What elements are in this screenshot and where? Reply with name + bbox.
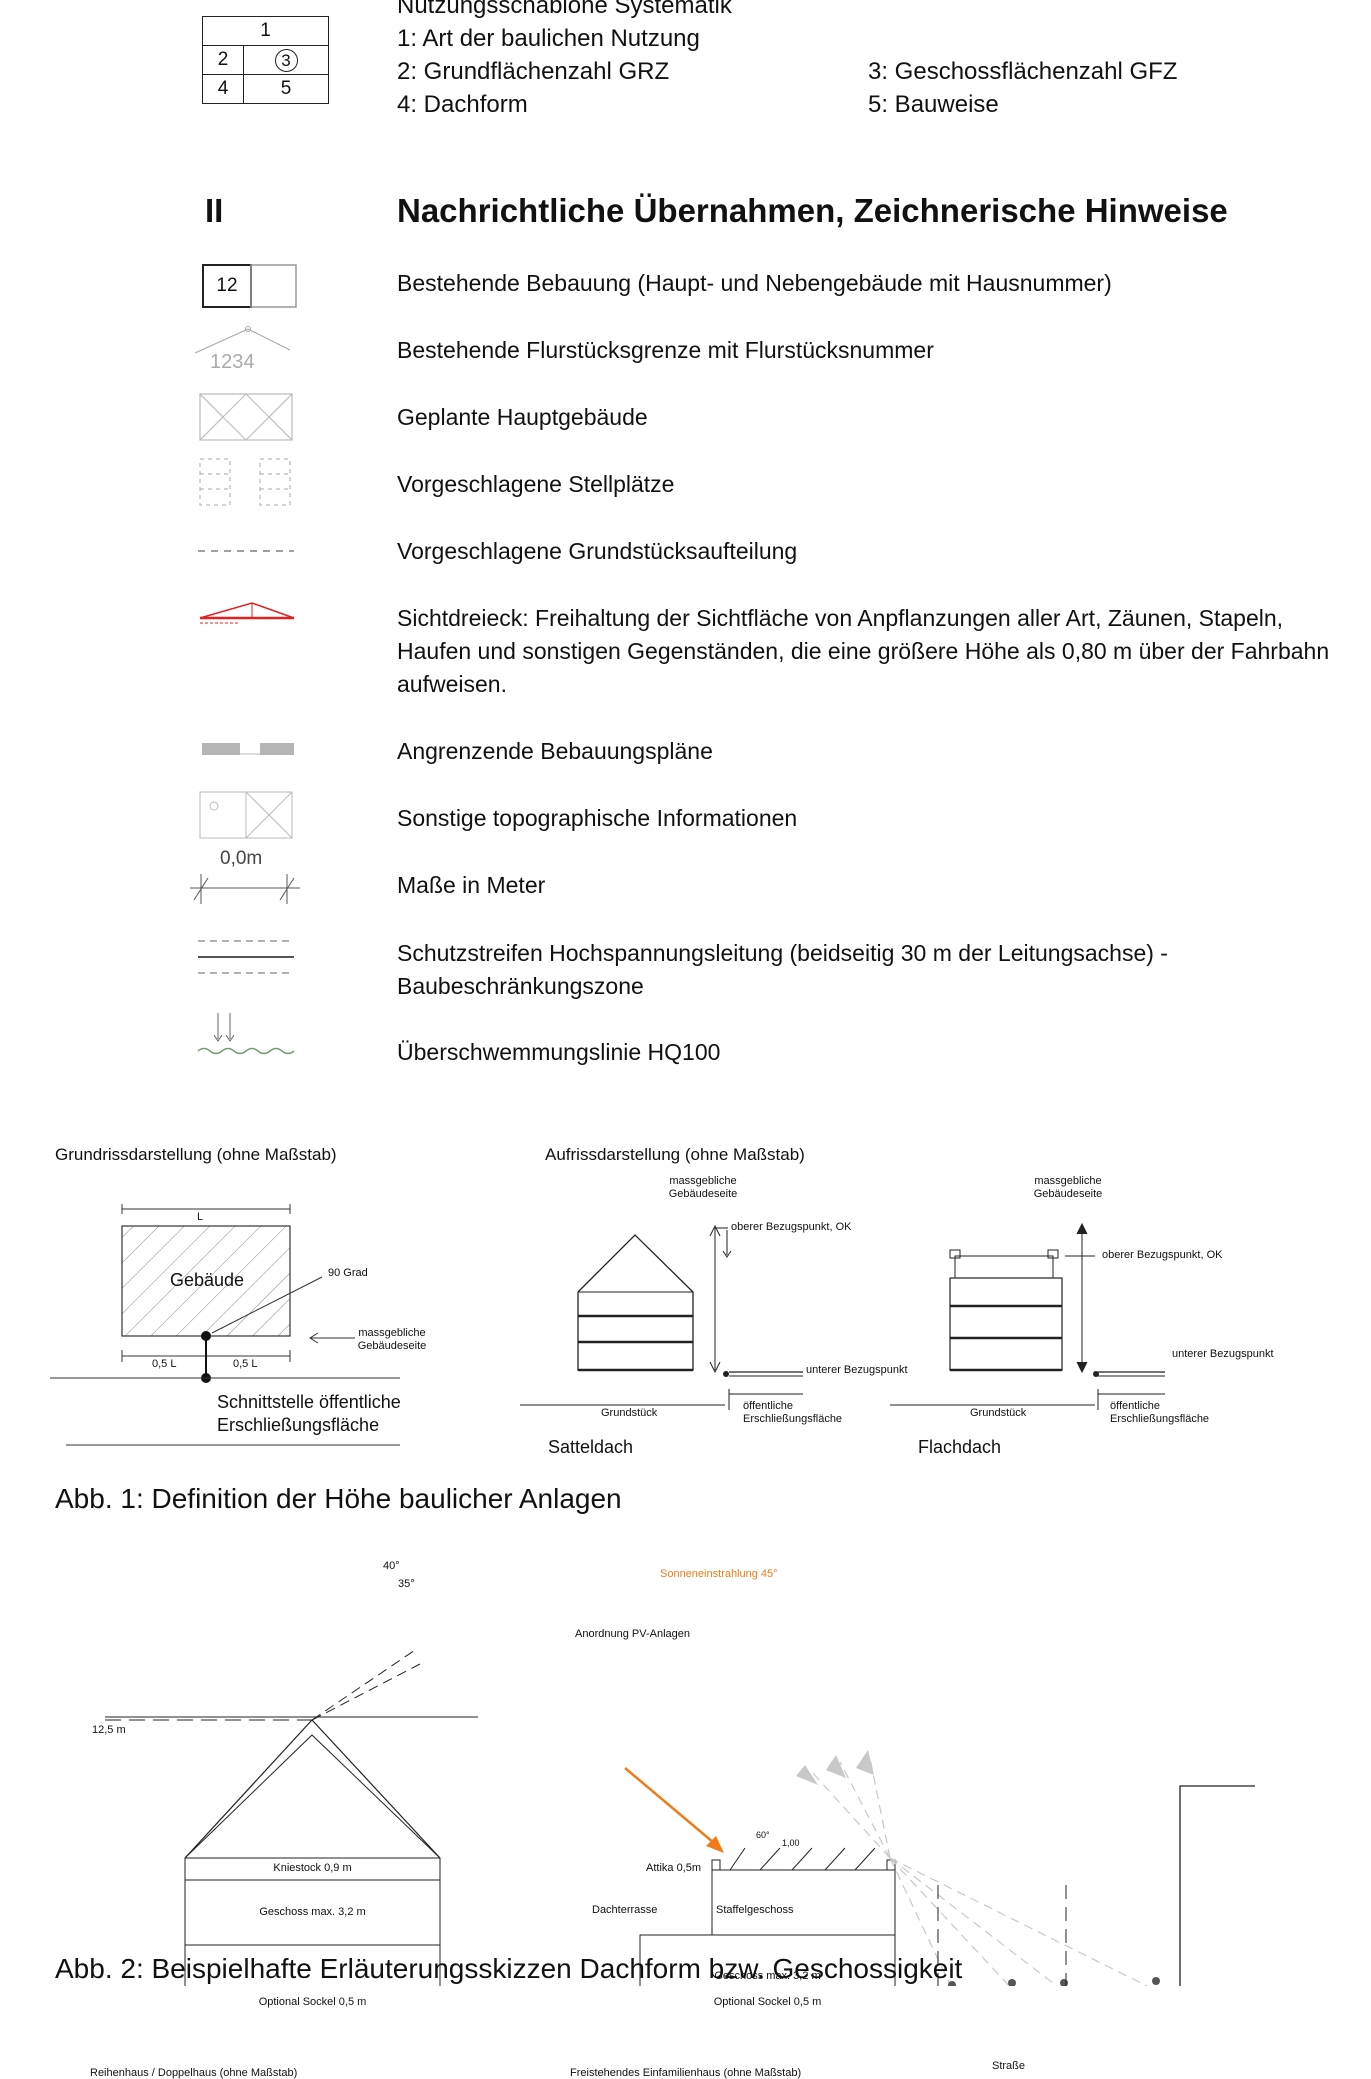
legend-item-6: Sichtdreieck: Freihaltung der Sichtfläch… bbox=[397, 605, 1330, 697]
pv-label: Anordnung PV-Anlagen bbox=[575, 1628, 690, 1640]
parking-symbol bbox=[190, 457, 300, 507]
legend-item-1: Bestehende Bebauung (Haupt- und Nebengeb… bbox=[397, 270, 1112, 296]
template-cell-3-circled: 3 bbox=[274, 48, 298, 72]
lot-division-symbol bbox=[190, 525, 300, 575]
house-number: 12 bbox=[216, 275, 238, 296]
storey-left-label: Geschoss max. 3,2 m bbox=[259, 1906, 366, 1918]
template-heading: Nutzungsschablone Systematik bbox=[397, 0, 732, 19]
parcel-boundary-symbol: 1234 bbox=[190, 323, 300, 378]
existing-building-symbol: 12 bbox=[190, 263, 300, 313]
flat-plot-label: Grundstück bbox=[970, 1407, 1027, 1419]
gable-roof-label: Satteldach bbox=[548, 1437, 634, 1457]
plinth-left-label: Optional Sockel 0,5 m bbox=[258, 1996, 367, 2008]
kneewall-label: Kniestock 0,9 m bbox=[273, 1862, 352, 1874]
dimension-symbol: 0,0m bbox=[190, 848, 300, 913]
flood-line-symbol bbox=[190, 1005, 300, 1065]
plan-half-left: 0,5 L bbox=[152, 1358, 177, 1370]
plan-half-right: 0,5 L bbox=[233, 1358, 258, 1370]
legend-item-3: Geplante Hauptgebäude bbox=[397, 404, 648, 430]
template-legend-4: 4: Dachform bbox=[397, 91, 528, 118]
section-title: Nachrichtliche Übernahmen, Zeichnerische… bbox=[397, 192, 1228, 229]
legend-item-7: Angrenzende Bebauungspläne bbox=[397, 738, 713, 764]
flat-side-label-2: Gebäudeseite bbox=[1033, 1188, 1103, 1200]
flat-side-label-1: massgebliche bbox=[1034, 1175, 1102, 1187]
angle-40-label: 40° bbox=[383, 1560, 400, 1572]
left-house-caption: Reihenhaus / Doppelhaus (ohne Maßstab) bbox=[90, 2067, 298, 2079]
h100-label: 1,00 bbox=[782, 1838, 800, 1848]
gable-public-1: öffentliche bbox=[743, 1400, 793, 1412]
legend-item-9: Maße in Meter bbox=[397, 872, 546, 898]
template-cell-5: 5 bbox=[243, 74, 329, 104]
sun-label: Sonneneinstrahlung 45° bbox=[660, 1568, 778, 1580]
sight-triangle-symbol bbox=[190, 590, 300, 640]
legend-item-4: Vorgeschlagene Stellplätze bbox=[397, 471, 675, 497]
street-label: Straße bbox=[992, 2060, 1026, 2072]
gable-side-label-2: Gebäudeseite bbox=[668, 1188, 738, 1200]
power-line-symbol bbox=[190, 925, 300, 987]
right-house-caption: Freistehendes Einfamilienhaus (ohne Maßs… bbox=[570, 2067, 802, 2079]
template-legend-3: 3: Geschossflächenzahl GFZ bbox=[868, 58, 1178, 85]
plinth-right-label: Optional Sockel 0,5 m bbox=[713, 1996, 822, 2008]
terrace-label: Dachterrasse bbox=[592, 1904, 658, 1916]
figure-2-caption: Abb. 2: Beispielhafte Erläuterungsskizze… bbox=[55, 1953, 963, 1984]
height-label: 12,5 m bbox=[92, 1724, 126, 1736]
planned-building-symbol bbox=[190, 392, 300, 442]
legend-item-5: Vorgeschlagene Grundstücksaufteilung bbox=[397, 538, 798, 564]
storey-right-label: Geschoss max. 3,2 m bbox=[714, 1970, 821, 1982]
street-boundaries bbox=[937, 1885, 1067, 1986]
flat-upper-ref: oberer Bezugspunkt, OK bbox=[1102, 1249, 1223, 1261]
measure-label: 0,0m bbox=[220, 848, 263, 869]
flat-lower-ref: unterer Bezugspunkt bbox=[1172, 1348, 1274, 1360]
adjacent-plans-symbol bbox=[190, 728, 300, 778]
legend-item-2: Bestehende Flurstücksgrenze mit Flurstüc… bbox=[397, 337, 934, 363]
plan-building-label: Gebäude bbox=[170, 1270, 245, 1290]
figure-1-caption: Abb. 1: Definition der Höhe baulicher An… bbox=[55, 1483, 622, 1514]
deg60-label: 60° bbox=[756, 1830, 770, 1840]
topographic-info-symbol bbox=[190, 790, 300, 840]
plan-side-label-1: massgebliche bbox=[358, 1327, 426, 1339]
plan-side-label-2: Gebäudeseite bbox=[357, 1340, 427, 1352]
section-number: II bbox=[205, 192, 224, 229]
template-legend-5: 5: Bauweise bbox=[868, 91, 999, 118]
plan-length-label: L bbox=[197, 1211, 204, 1223]
figure-1: Grundrissdarstellung (ohne Maßstab) L Ge… bbox=[0, 1130, 1371, 1460]
flat-roof-label: Flachdach bbox=[918, 1437, 1002, 1457]
legend-item-10: Schutzstreifen Hochspannungsleitung (bei… bbox=[397, 940, 1168, 999]
gable-lower-ref: unterer Bezugspunkt bbox=[806, 1364, 908, 1376]
gable-public-2: Erschließungsfläche bbox=[743, 1413, 843, 1425]
plan-title: Grundrissdarstellung (ohne Maßstab) bbox=[55, 1145, 337, 1164]
staggered-label: Staffelgeschoss bbox=[716, 1904, 794, 1916]
elevation-title: Aufrissdarstellung (ohne Maßstab) bbox=[545, 1145, 805, 1164]
plan-interface-1: Schnittstelle öffentliche bbox=[217, 1392, 401, 1412]
figure-2: 40° 35° 12,5 m Kniestock 0,9 m Geschoss … bbox=[0, 1540, 1371, 2079]
flat-public-1: öffentliche bbox=[1110, 1400, 1160, 1412]
gable-upper-ref: oberer Bezugspunkt, OK bbox=[731, 1221, 852, 1233]
gable-plot-label: Grundstück bbox=[601, 1407, 658, 1419]
gable-side-label-1: massgebliche bbox=[669, 1175, 737, 1187]
plan-interface-2: Erschließungsfläche bbox=[217, 1415, 380, 1435]
legend-item-8: Sonstige topographische Informationen bbox=[397, 805, 798, 831]
flat-public-2: Erschließungsfläche bbox=[1110, 1413, 1210, 1425]
angle-35-label: 35° bbox=[398, 1578, 415, 1590]
template-legend-1: 1: Art der baulichen Nutzung bbox=[397, 25, 700, 52]
usage-template-table: 1 2 3 4 5 bbox=[202, 16, 329, 104]
parcel-number: 1234 bbox=[210, 351, 255, 373]
plan-angle-label: 90 Grad bbox=[328, 1267, 368, 1279]
attic-label: Attika 0,5m bbox=[646, 1862, 702, 1874]
legend-item-11: Überschwemmungslinie HQ100 bbox=[397, 1039, 721, 1065]
template-cell-4: 4 bbox=[202, 74, 244, 104]
template-legend-2: 2: Grundflächenzahl GRZ bbox=[397, 58, 670, 85]
